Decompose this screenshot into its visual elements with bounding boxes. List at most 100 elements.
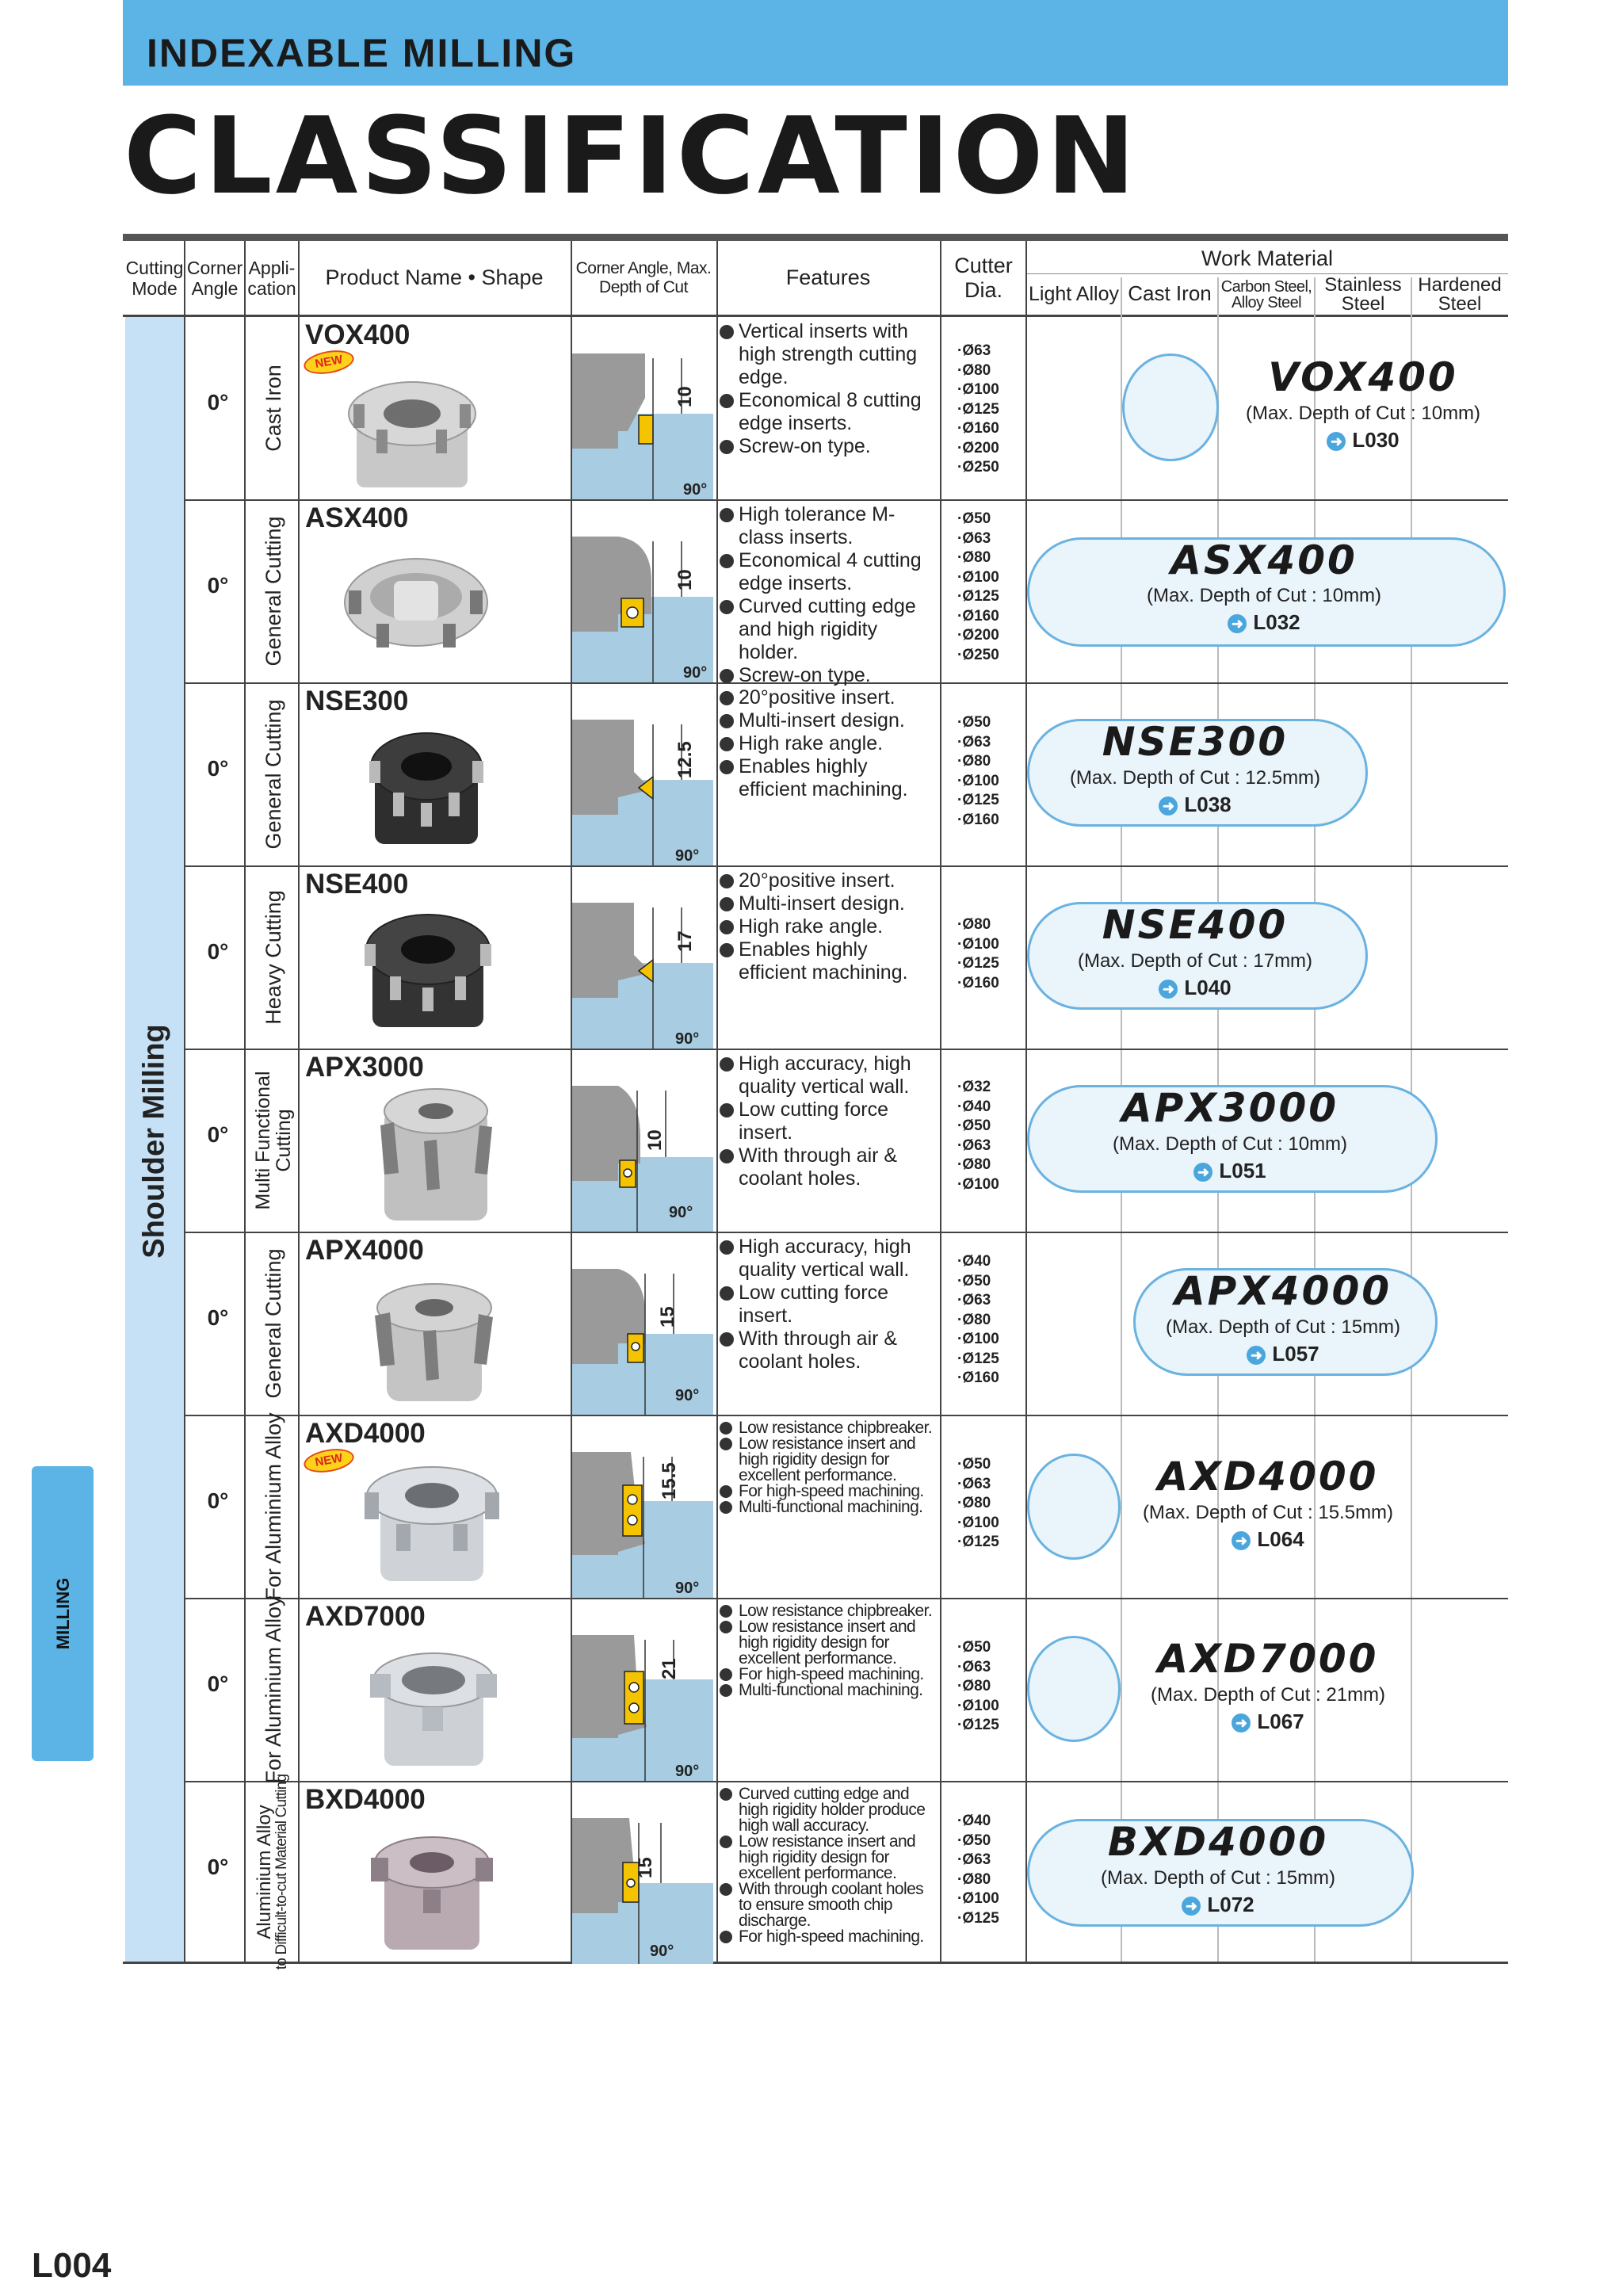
col-application: Appli- cation — [247, 257, 296, 299]
features-list: Vertical inserts with high strength cutt… — [718, 320, 938, 458]
arrow-right-icon: ➜ — [1247, 1346, 1266, 1366]
corner-angle-value: 0° — [207, 1488, 229, 1513]
pill-max-depth: (Max. Depth of Cut : 12.5mm) — [1069, 767, 1321, 789]
feature-item: Multi-insert design. — [718, 709, 938, 732]
cutter-image — [369, 732, 483, 844]
pill-max-depth: (Max. Depth of Cut : 10mm) — [1112, 1133, 1348, 1155]
dia-value: ·Ø63 — [957, 1292, 991, 1308]
grid-v-1 — [184, 241, 185, 1962]
diagram-angle: 90° — [669, 1204, 693, 1221]
cutter-dia-list: ·Ø80 ·Ø100 ·Ø125 ·Ø160 — [957, 915, 1021, 993]
grid-h-3 — [184, 865, 1508, 867]
dia-value: ·Ø200 — [957, 627, 999, 644]
col-corner-depth: Corner Angle, Max. Depth of Cut — [575, 258, 712, 296]
material-range-pill — [1027, 1819, 1414, 1927]
material-marker — [1027, 1454, 1121, 1560]
material-marker — [1122, 353, 1219, 461]
application-label: General Cutting — [261, 1248, 285, 1399]
page-ref-link[interactable]: ➜L051 — [1027, 1159, 1433, 1183]
dia-value: ·Ø125 — [957, 1350, 999, 1367]
dia-value: ·Ø100 — [957, 772, 999, 789]
feature-item: With through air & coolant holes. — [718, 1144, 938, 1190]
page-ref: L064 — [1257, 1527, 1304, 1551]
material-range-pill — [1027, 1085, 1438, 1193]
feature-item: Low resistance chipbreaker. — [718, 1603, 938, 1619]
feature-item: High rake angle. — [718, 915, 938, 938]
dia-value: ·Ø160 — [957, 420, 999, 437]
page-ref-link[interactable]: ➜L057 — [1133, 1342, 1433, 1366]
page-ref-link[interactable]: ➜L040 — [1027, 976, 1363, 1000]
header-band: INDEXABLE MILLING — [123, 0, 1508, 86]
depth-diagram: 12.5 90° — [572, 720, 713, 865]
dia-value: ·Ø80 — [957, 1495, 991, 1511]
grid-h-2 — [184, 682, 1508, 684]
feature-item: Economical 4 cutting edge inserts. — [718, 549, 938, 595]
dia-value: ·Ø80 — [957, 1311, 991, 1328]
page-ref-link[interactable]: ➜L030 — [1220, 428, 1506, 453]
material-range-pill — [1133, 1268, 1438, 1376]
page-ref: L038 — [1184, 793, 1232, 816]
arrow-right-icon: ➜ — [1228, 614, 1247, 634]
feature-item: Low resistance insert and high rigidity … — [718, 1435, 938, 1484]
depth-value: 12.5 — [674, 741, 696, 778]
corner-angle-value: 0° — [207, 390, 229, 415]
application-label: For Aluminium Alloy — [261, 1595, 285, 1784]
application-label: General Cutting — [261, 699, 285, 850]
page-ref-link[interactable]: ➜L067 — [1125, 1710, 1411, 1734]
features-list: Curved cutting edge and high rigidity ho… — [718, 1786, 938, 1945]
material-range-pill — [1027, 719, 1368, 827]
dia-value: ·Ø100 — [957, 1514, 999, 1531]
mat-cast-iron: Cast Iron — [1128, 281, 1212, 306]
dia-value: ·Ø63 — [957, 529, 991, 547]
dia-value: ·Ø63 — [957, 1851, 991, 1868]
material-range-pill — [1027, 902, 1368, 1010]
product-name: APX3000 — [305, 1052, 424, 1083]
feature-item: For high-speed machining. — [718, 1928, 938, 1945]
page-ref-link[interactable]: ➜L038 — [1027, 793, 1363, 817]
page-ref-link[interactable]: ➜L032 — [1027, 610, 1501, 635]
product-name: APX4000 — [305, 1235, 424, 1266]
col-cutter-dia: Cutter Dia. — [954, 253, 1013, 302]
mat-carbon-steel: Carbon Steel, Alloy Steel — [1220, 278, 1312, 311]
pill-max-depth: (Max. Depth of Cut : 10mm) — [1146, 585, 1382, 606]
application-label: Aluminium Alloy to Difficult-to-cut Mate… — [254, 1775, 291, 1969]
features-list: 20°positive insert. Multi-insert design.… — [718, 869, 938, 984]
depth-diagram: 21 90° — [572, 1635, 713, 1781]
depth-value: 10 — [644, 1129, 666, 1151]
side-tab-milling[interactable]: MILLING — [32, 1466, 94, 1761]
cutter-image — [370, 1652, 497, 1766]
arrow-right-icon: ➜ — [1182, 1897, 1201, 1916]
dia-value: ·Ø160 — [957, 811, 999, 828]
cutter-dia-list: ·Ø40 ·Ø50 ·Ø63 ·Ø80 ·Ø100 ·Ø125 — [957, 1812, 1021, 1928]
cutter-image — [348, 381, 476, 487]
feature-item: Multi-functional machining. — [718, 1682, 938, 1698]
features-list: 20°positive insert. Multi-insert design.… — [718, 686, 938, 801]
feature-item: High tolerance M-class inserts. — [718, 503, 938, 549]
grid-v-4 — [571, 241, 572, 1962]
dia-value: ·Ø50 — [957, 1272, 991, 1289]
feature-item: 20°positive insert. — [718, 869, 938, 892]
arrow-right-icon: ➜ — [1327, 432, 1346, 452]
page-ref-link[interactable]: ➜L064 — [1125, 1527, 1411, 1552]
col-work-material: Work Material — [1201, 246, 1334, 271]
corner-angle-value: 0° — [207, 939, 229, 964]
grid-v-6 — [940, 241, 941, 1962]
corner-angle-value: 0° — [207, 573, 229, 598]
pill-product-name: AXD7000 — [1157, 1636, 1379, 1682]
dia-value: ·Ø50 — [957, 1456, 991, 1473]
product-name: ASX400 — [305, 502, 409, 533]
dia-value: ·Ø125 — [957, 955, 999, 972]
col-product: Product Name • Shape — [325, 266, 544, 290]
grid-v-7 — [1025, 241, 1027, 1962]
dia-value: ·Ø125 — [957, 1717, 999, 1733]
dia-value: ·Ø200 — [957, 439, 999, 457]
pill-max-depth: (Max. Depth of Cut : 17mm) — [1077, 950, 1313, 972]
application-label: Cast Iron — [261, 365, 285, 452]
arrow-right-icon: ➜ — [1232, 1713, 1251, 1733]
dia-value: ·Ø100 — [957, 1175, 999, 1193]
page-ref-link[interactable]: ➜L072 — [1027, 1893, 1409, 1917]
dia-value: ·Ø125 — [957, 588, 999, 605]
dia-value: ·Ø100 — [957, 1331, 999, 1347]
dia-value: ·Ø40 — [957, 1813, 991, 1829]
grid-h-1 — [184, 499, 1508, 501]
